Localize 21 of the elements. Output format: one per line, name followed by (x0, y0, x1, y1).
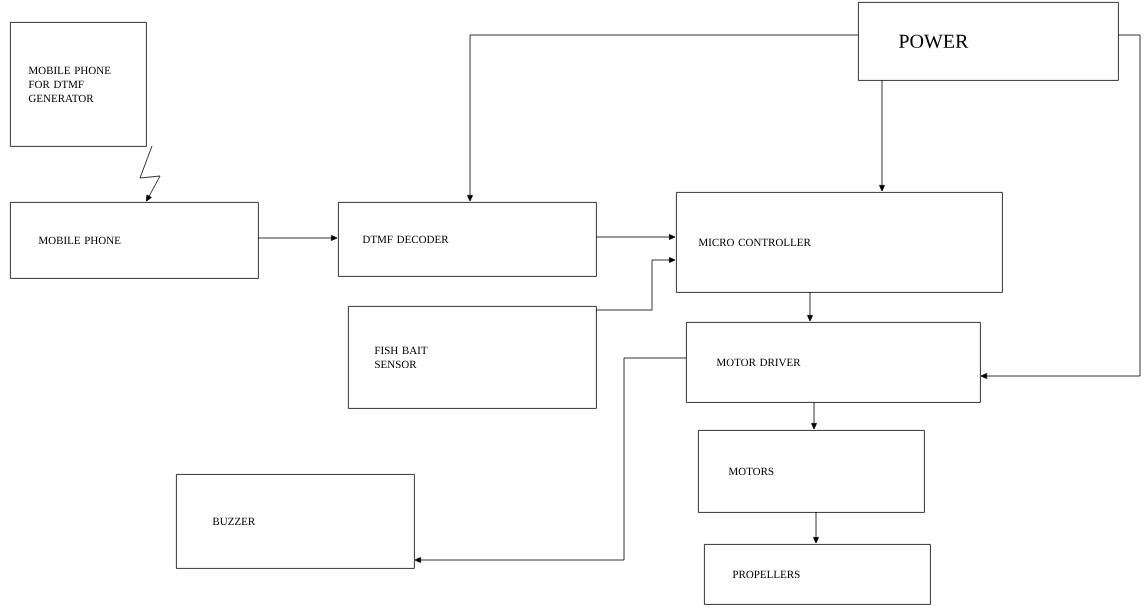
block-box: DTMF DECODER (338, 202, 597, 277)
block-box: MOTOR DRIVER (686, 322, 981, 403)
arrow (595, 257, 676, 311)
arrow (879, 79, 885, 192)
arrow (811, 401, 817, 430)
block-box: MOTORS (698, 430, 925, 513)
block-box: PROPELLERS (704, 544, 931, 605)
arrow (467, 34, 859, 202)
arrow (813, 511, 819, 544)
block-box: MICRO CONTROLLER (676, 192, 1003, 293)
arrow (139, 145, 161, 202)
block-box: MOBILE PHONE FOR DTMF GENERATOR (10, 22, 147, 147)
arrow (980, 34, 1141, 379)
block-box: BUZZER (176, 474, 415, 569)
arrow (257, 235, 338, 241)
block-box: POWER (858, 2, 1119, 81)
arrow (807, 291, 813, 322)
block-box: FISH BAIT SENSOR (348, 306, 597, 409)
block-box: MOBILE PHONE (10, 202, 259, 279)
arrow (414, 357, 687, 563)
arrow (595, 234, 676, 240)
